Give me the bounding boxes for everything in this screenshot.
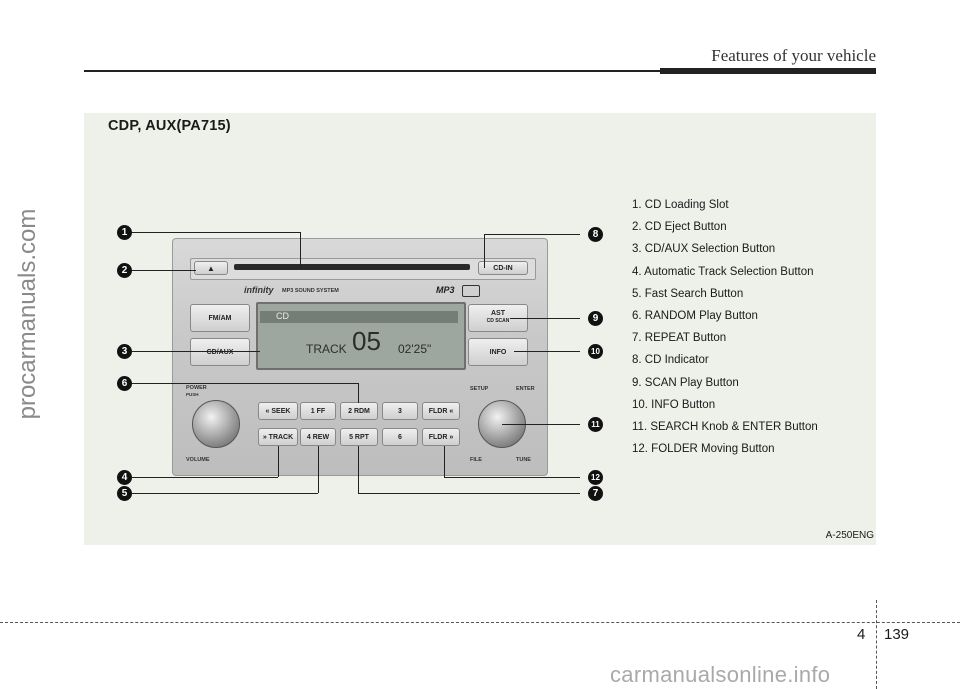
callout-8-v: [484, 234, 485, 268]
eject-button: ▲: [194, 261, 228, 275]
page-header-title: Features of your vehicle: [711, 46, 876, 65]
callout-1-v: [300, 232, 301, 268]
callout-10-h: [514, 351, 580, 352]
legend-item: 8. CD Indicator: [632, 354, 709, 367]
callout-badge-5: 5: [117, 486, 132, 501]
legend-item: 12. FOLDER Moving Button: [632, 443, 775, 456]
figure-title: CDP, AUX(PA715): [108, 118, 231, 134]
component-legend: 1. CD Loading Slot 2. CD Eject Button 3.…: [632, 194, 818, 460]
callout-9-h: [510, 318, 580, 319]
footer-dashed-rule: [0, 622, 960, 623]
callout-5-v: [318, 446, 319, 493]
preset-1-ff-button: 1 FF: [300, 402, 336, 420]
legend-item: 7. REPEAT Button: [632, 332, 727, 345]
preset-6-button: 6: [382, 428, 418, 446]
lcd-mode: CD: [276, 311, 289, 321]
cd-scan-label: CD SCAN: [486, 318, 510, 324]
push-label: PUSH: [186, 392, 199, 397]
brand-logo: infinity: [244, 285, 274, 295]
disc-logo: [462, 285, 480, 297]
cd-aux-button: CD/AUX: [190, 338, 250, 366]
brand-subtitle: MP3 SOUND SYSTEM: [282, 288, 339, 294]
callout-badge-1: 1: [117, 225, 132, 240]
file-label: FILE: [470, 457, 482, 463]
callout-8-h: [484, 234, 580, 235]
header-rule: [84, 70, 876, 72]
preset-5-rpt-button: 5 RPT: [340, 428, 378, 446]
power-label: POWER: [186, 385, 207, 391]
legend-item: 5. Fast Search Button: [632, 287, 744, 300]
callout-6-v: [358, 383, 359, 403]
callout-badge-8: 8: [588, 227, 603, 242]
lcd-track-label: TRACK: [306, 342, 347, 356]
page-number: 139: [884, 626, 910, 643]
preset-4-rew-button: 4 REW: [300, 428, 336, 446]
callout-4-h: [132, 477, 278, 478]
callout-badge-3: 3: [117, 344, 132, 359]
callout-7-v: [358, 446, 359, 493]
callout-badge-10: 10: [588, 344, 603, 359]
callout-7-h: [358, 493, 580, 494]
callout-6-h: [132, 383, 358, 384]
info-button: INFO: [468, 338, 528, 366]
cd-loading-slot: [234, 264, 470, 270]
seek-button: « SEEK: [258, 402, 298, 420]
figure-code: A-250ENG: [825, 530, 874, 541]
legend-item: 6. RANDOM Play Button: [632, 310, 758, 323]
callout-badge-6: 6: [117, 376, 132, 391]
chapter-number: 4: [857, 626, 866, 643]
callout-badge-11: 11: [588, 417, 603, 432]
watermark-bottom[interactable]: carmanualsonline.info: [610, 662, 831, 687]
volume-label: VOLUME: [186, 457, 210, 463]
tune-label: TUNE: [516, 457, 531, 463]
ast-label: AST: [491, 310, 505, 317]
fm-am-button: FM/AM: [190, 304, 250, 332]
callout-5-h: [132, 493, 318, 494]
setup-label: SETUP: [470, 386, 489, 392]
lcd-time: 02'25": [398, 342, 432, 356]
cd-in-indicator: CD-IN: [478, 261, 528, 275]
callout-badge-2: 2: [117, 263, 132, 278]
volume-knob: [192, 400, 240, 448]
callout-1-h: [132, 232, 300, 233]
callout-2-h: [132, 270, 196, 271]
legend-item: 10. INFO Button: [632, 398, 716, 411]
mp3-logo: MP3: [436, 285, 455, 295]
folder-down-button: FLDR »: [422, 428, 460, 446]
callout-badge-4: 4: [117, 470, 132, 485]
legend-item: 4. Automatic Track Selection Button: [632, 265, 814, 278]
watermark-left[interactable]: procarmanuals.com: [14, 208, 41, 420]
legend-item: 2. CD Eject Button: [632, 221, 727, 234]
legend-item: 11. SEARCH Knob & ENTER Button: [632, 421, 818, 434]
callout-badge-9: 9: [588, 311, 603, 326]
footer-dashed-divider: [876, 600, 877, 689]
callout-12-h: [444, 477, 580, 478]
legend-item: 9. SCAN Play Button: [632, 376, 739, 389]
enter-label: ENTER: [516, 386, 535, 392]
preset-3-button: 3: [382, 402, 418, 420]
callout-4-v: [278, 446, 279, 477]
folder-up-button: FLDR «: [422, 402, 460, 420]
legend-item: 1. CD Loading Slot: [632, 199, 729, 211]
lcd-track-number: 05: [352, 326, 381, 356]
track-button: » TRACK: [258, 428, 298, 446]
callout-badge-7: 7: [588, 486, 603, 501]
callout-badge-12: 12: [588, 470, 603, 485]
callout-12-v: [444, 446, 445, 477]
callout-11-h: [502, 424, 580, 425]
preset-2-rdm-button: 2 RDM: [340, 402, 378, 420]
legend-item: 3. CD/AUX Selection Button: [632, 243, 776, 256]
callout-3-h: [132, 351, 260, 352]
header-rule-accent: [660, 68, 876, 74]
lcd-top-strip: [260, 311, 458, 323]
